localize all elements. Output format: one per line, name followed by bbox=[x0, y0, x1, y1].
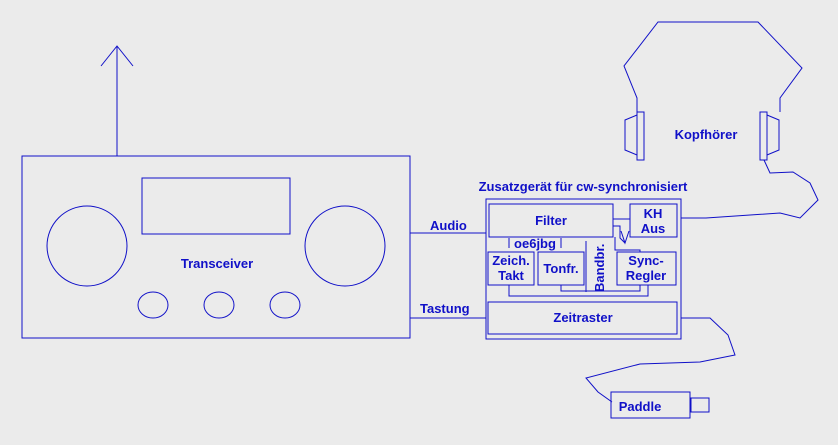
kh-label-2: Aus bbox=[641, 221, 666, 236]
transceiver-display bbox=[141, 177, 291, 235]
internal-wiring bbox=[508, 218, 649, 297]
headphone-cable bbox=[681, 159, 819, 219]
sync-label-1: Sync- bbox=[628, 253, 663, 268]
right-earcup bbox=[759, 111, 768, 161]
transceiver: Transceiver bbox=[21, 155, 411, 339]
zeich-label-2: Takt bbox=[498, 268, 524, 283]
left-earcup-pad bbox=[624, 114, 638, 156]
bandbr-label: Bandbr. bbox=[592, 244, 607, 292]
device-title: Zusatzgerät für cw-synchronisiert bbox=[479, 179, 688, 194]
zeich-takt-box bbox=[487, 251, 535, 286]
sync-label-2: Regler bbox=[626, 268, 666, 283]
zeich-label-1: Zeich. bbox=[492, 253, 530, 268]
headband bbox=[623, 21, 803, 112]
filter-box bbox=[488, 203, 614, 238]
paddle-cable bbox=[585, 317, 736, 403]
right-dial bbox=[304, 205, 386, 287]
antenna bbox=[100, 45, 134, 156]
knob-2 bbox=[203, 291, 235, 319]
zusatzgeraet: Filter KH Aus oe6jbg Zeich. Takt Tonfr. … bbox=[485, 198, 682, 340]
audio-label: Audio bbox=[430, 218, 467, 233]
headphones: Kopfhörer bbox=[623, 21, 803, 161]
paddle-lever bbox=[690, 397, 710, 413]
transceiver-body bbox=[21, 155, 411, 339]
right-earcup-pad bbox=[766, 114, 780, 156]
paddle: Paddle bbox=[610, 391, 710, 419]
kh-aus-box bbox=[629, 203, 678, 238]
paddle-label: Paddle bbox=[619, 399, 662, 414]
tonfr-label: Tonfr. bbox=[543, 261, 578, 276]
filter-label: Filter bbox=[535, 213, 567, 228]
sync-regler-box bbox=[616, 251, 677, 286]
knob-3 bbox=[269, 291, 301, 319]
knob-1 bbox=[137, 291, 169, 319]
left-earcup bbox=[636, 111, 645, 161]
kh-label-1: KH bbox=[644, 206, 663, 221]
zeitraster-label: Zeitraster bbox=[553, 310, 612, 325]
device-outer-box bbox=[485, 198, 682, 340]
tastung-label: Tastung bbox=[420, 301, 470, 316]
left-dial bbox=[46, 205, 128, 287]
transceiver-label: Transceiver bbox=[181, 256, 253, 271]
kopfhoerer-label: Kopfhörer bbox=[675, 127, 738, 142]
zeitraster-box bbox=[487, 301, 678, 335]
paddle-body bbox=[610, 391, 691, 419]
callsign-label: oe6jbg bbox=[514, 236, 556, 251]
